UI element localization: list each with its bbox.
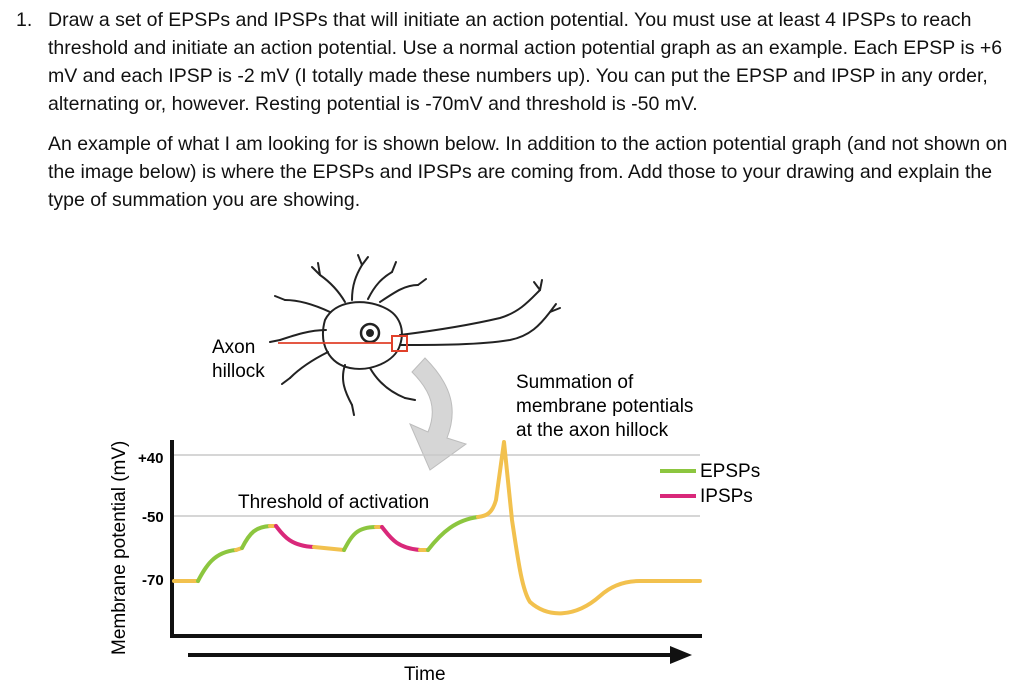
legend-epsp-label: EPSPs (700, 461, 760, 482)
summation-label-line3: at the axon hillock (516, 420, 669, 441)
time-arrow-head-icon (670, 646, 692, 664)
tick-minus70: -70 (142, 572, 164, 589)
x-axis-label: Time (404, 664, 446, 685)
axon-label-line1: Axon (212, 337, 255, 358)
trace-epsp-3 (342, 525, 378, 552)
trace-epsp-1 (196, 548, 238, 583)
trace-ipsp-2 (380, 525, 422, 552)
trace-epsp-2 (240, 524, 272, 550)
trace-link-3 (312, 545, 346, 552)
axon-label-line2: hillock (212, 361, 265, 382)
trace-epsp-4 (426, 515, 480, 552)
trace-ipsp-1 (274, 524, 316, 549)
question-paragraph-2: An example of what I am looking for is s… (48, 133, 1008, 211)
question-paragraph-1: Draw a set of EPSPs and IPSPs that will … (48, 9, 1003, 115)
neuron-illustration-icon (269, 254, 561, 416)
summation-arrow-icon (409, 357, 468, 471)
axon-hillock-box (391, 335, 408, 352)
tick-plus40: +40 (138, 450, 163, 467)
summation-label-line2: membrane potentials (516, 396, 693, 417)
summation-label-line1: Summation of (516, 372, 634, 393)
question-number: 1. (16, 9, 33, 31)
threshold-label: Threshold of activation (238, 492, 429, 513)
question-body: Draw a set of EPSPs and IPSPs that will … (48, 6, 1023, 226)
legend-ipsp-label: IPSPs (700, 486, 753, 507)
tick-minus50: -50 (142, 509, 164, 526)
trace-action-potential (476, 440, 702, 616)
y-axis-label: Membrane potential (mV) (109, 441, 130, 655)
membrane-trace (172, 440, 702, 616)
